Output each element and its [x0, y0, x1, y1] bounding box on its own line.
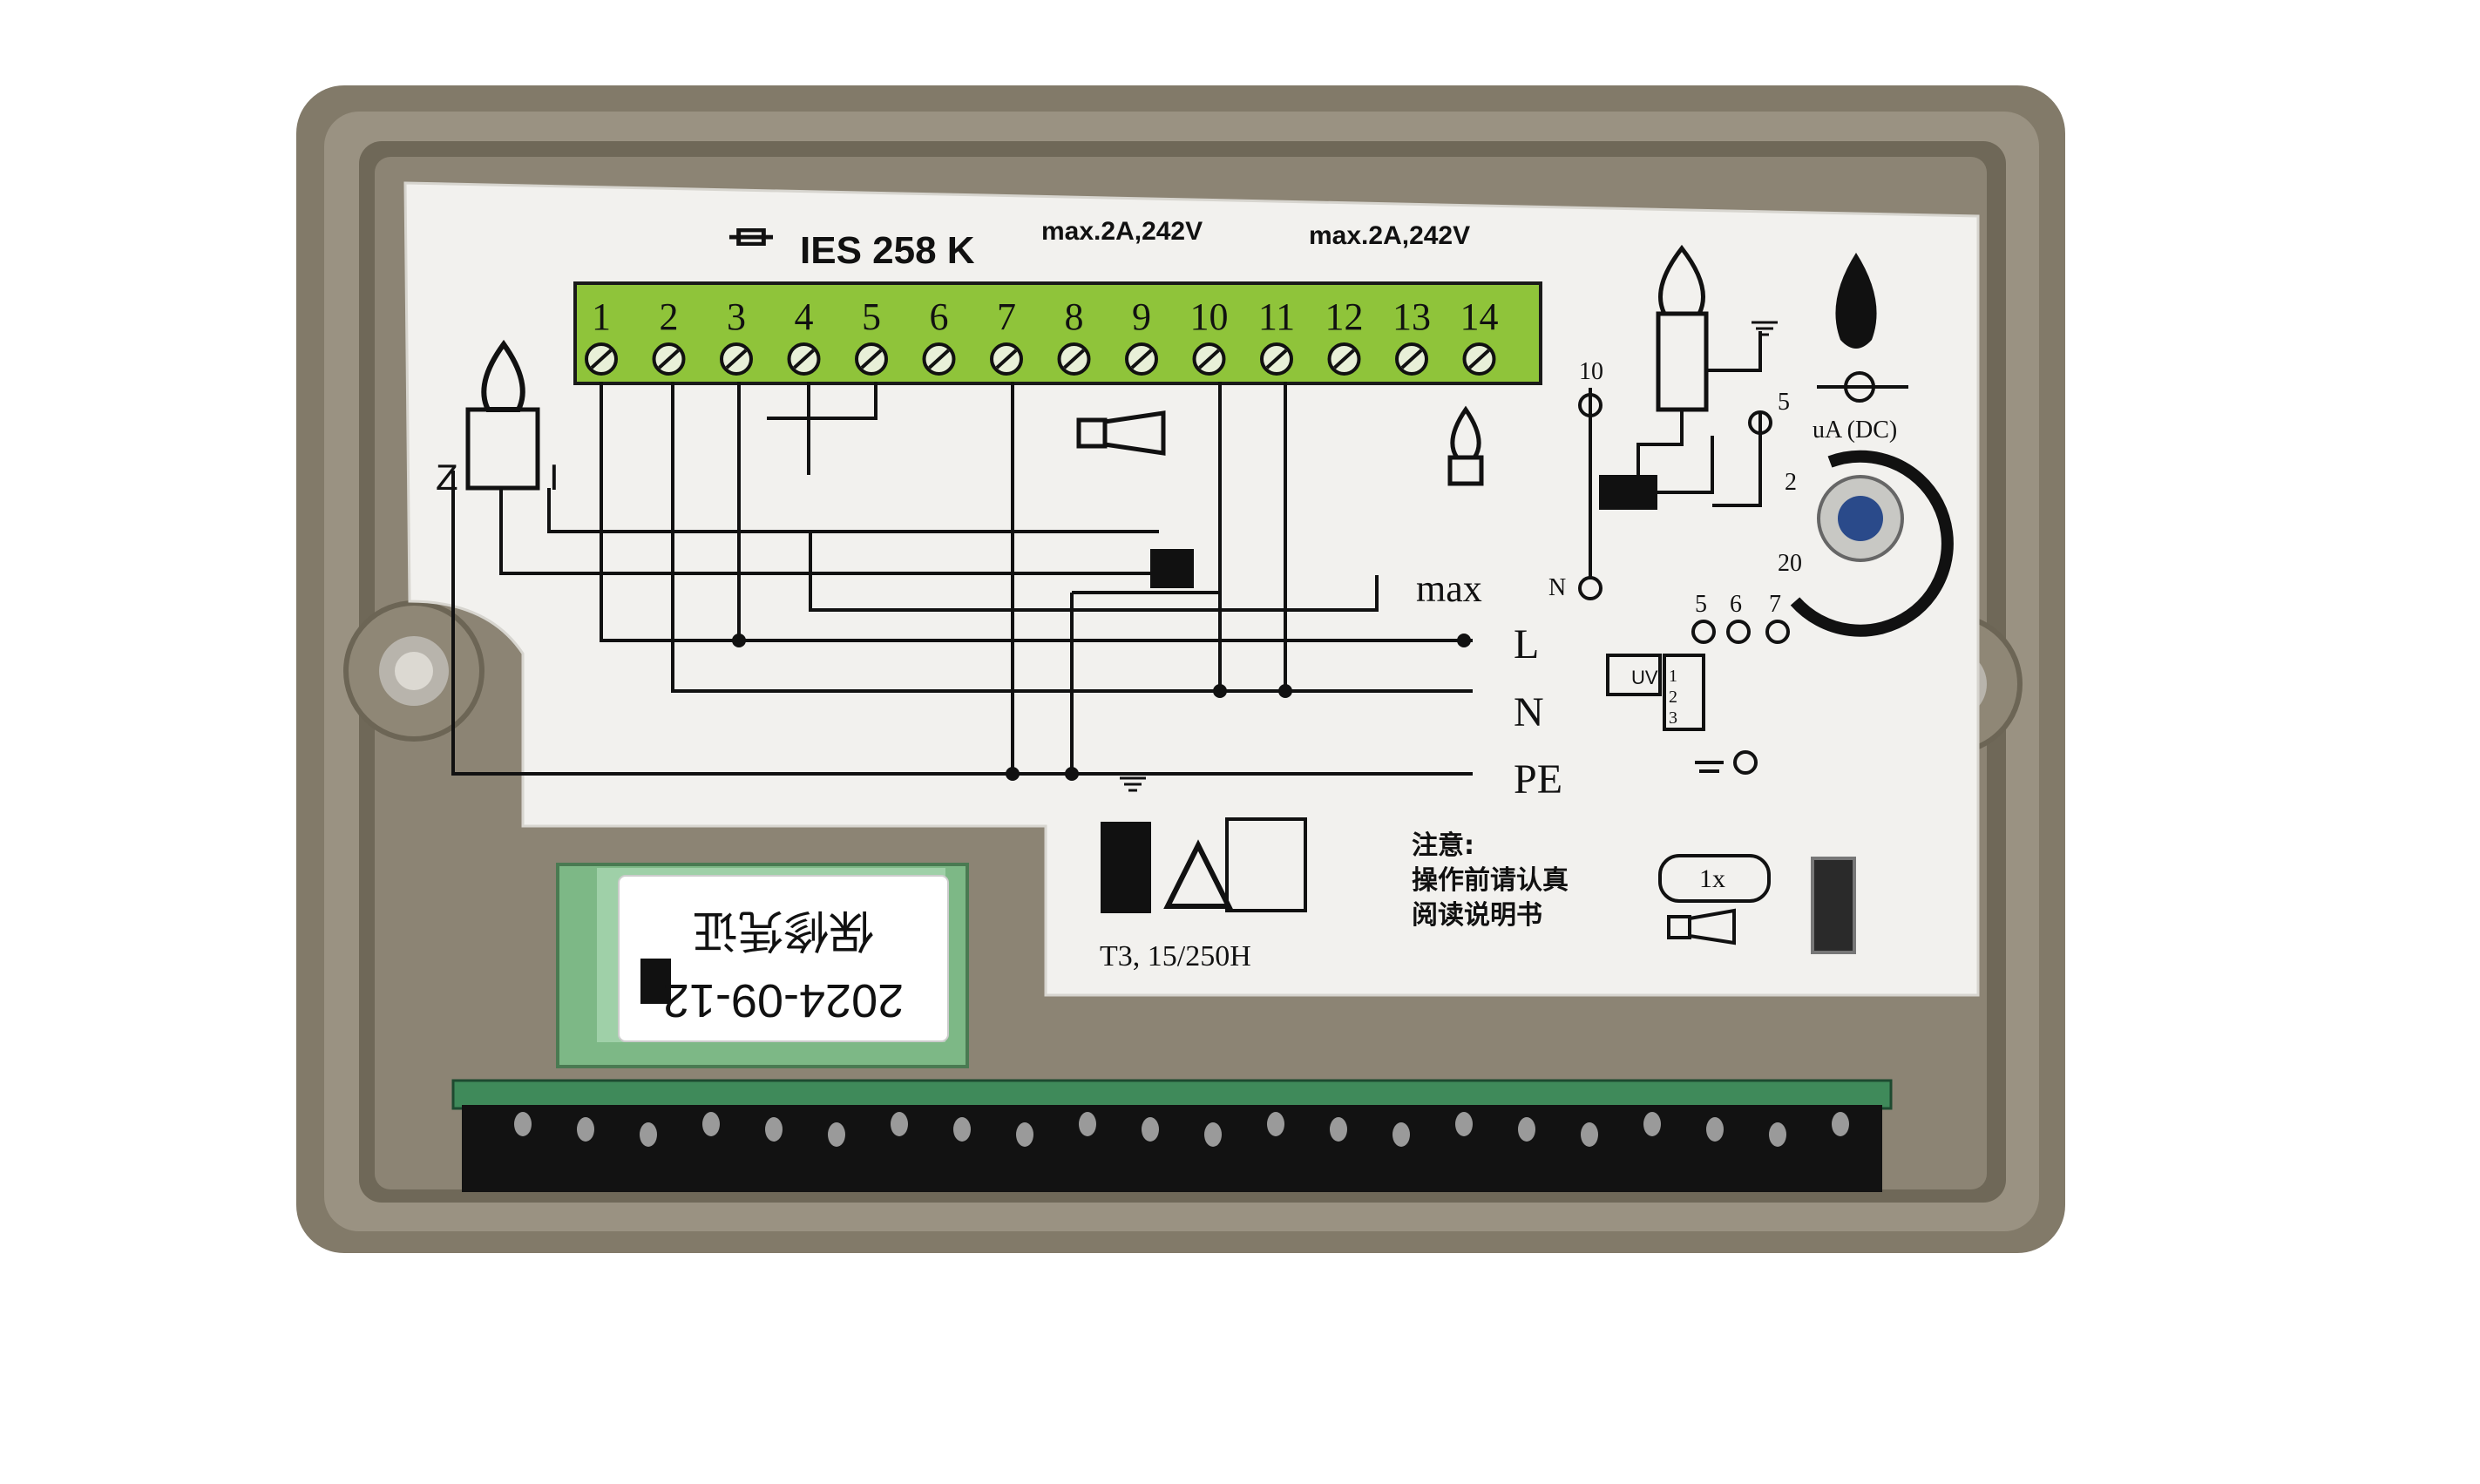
uv-terminal-5: 5 — [1695, 591, 1707, 618]
terminal-number: 11 — [1258, 295, 1295, 338]
warning-icon — [1163, 839, 1233, 909]
uv-pin-1: 1 — [1669, 667, 1677, 686]
notice-line-2: 阅读说明书 — [1412, 900, 1542, 931]
terminal-number: 1 — [592, 295, 611, 338]
reset-counter-label: 1x — [1699, 864, 1725, 893]
certification-mark-icon — [1101, 822, 1151, 913]
terminal-number: 13 — [1392, 295, 1431, 338]
sticker-date: 2024-09-12 — [663, 974, 904, 1027]
terminal-number: 4 — [795, 295, 814, 338]
terminal-number: 5 — [862, 295, 881, 338]
notice-line-1: 操作前请认真 — [1412, 865, 1569, 896]
uv-label: UV — [1631, 667, 1658, 688]
terminal-screws — [585, 342, 1496, 376]
panel-labels: IES 258 K max.2A,242V max.2A,242V — [800, 217, 1470, 272]
relay-rating-left: max.2A,242V — [1041, 217, 1203, 246]
terminal-number: 10 — [1190, 295, 1229, 338]
fuse-symbol: ⏛ — [728, 214, 774, 265]
relay-rating-right: max.2A,242V — [1309, 221, 1470, 250]
flame-icon — [1835, 253, 1877, 349]
current-meter-label: uA (DC) — [1813, 417, 1897, 444]
uv-terminal-7: 7 — [1769, 591, 1781, 618]
uv-pin-2: 2 — [1669, 688, 1677, 707]
circuit-board-underside — [462, 1105, 1882, 1192]
terminal-number: 14 — [1460, 295, 1499, 338]
line-n-label: N — [1514, 689, 1544, 735]
z-label: Z — [436, 457, 458, 498]
pot-low-label: 2 — [1785, 469, 1797, 496]
uv-sensor-icon — [1606, 654, 1662, 696]
ion-terminal-10: 10 — [1579, 358, 1603, 385]
terminal-number: 9 — [1132, 295, 1151, 338]
circuit-board-edge — [451, 1079, 1893, 1110]
warranty-sticker — [618, 875, 949, 1042]
ion-terminal-5: 5 — [1778, 389, 1790, 416]
transformer-symbol — [1150, 549, 1194, 588]
pot-high-label: 20 — [1778, 550, 1802, 577]
right-panel-labels: uA (DC) 2 20 10 5 N UV 1 2 3 5 6 7 1x T3… — [1100, 358, 1897, 972]
terminal-number: 3 — [727, 295, 746, 338]
left-screw — [395, 652, 433, 690]
line-labels: L N PE max Z I — [436, 457, 1562, 803]
sensitivity-scale — [1790, 450, 1954, 637]
sticker-text-label: 保修凭证 — [693, 904, 874, 956]
i-label: I — [549, 457, 559, 498]
wiring-diagram — [451, 382, 1473, 776]
fuse-rating-label: T3, 15/250H — [1100, 940, 1251, 972]
ground-icon — [1120, 321, 1778, 792]
notice-title: 注意: — [1412, 830, 1474, 861]
line-l-label: L — [1514, 621, 1539, 667]
sticker-text: 2024-09-12 保修凭证 — [663, 904, 904, 1027]
solder-joints — [514, 1112, 1849, 1147]
uv-pin-3: 3 — [1669, 708, 1677, 728]
terminal-number: 12 — [1325, 295, 1364, 338]
terminal-number: 7 — [997, 295, 1016, 338]
terminal-number: 8 — [1065, 295, 1084, 338]
ion-terminal-n: N — [1548, 574, 1566, 601]
reset-button-slot — [1811, 857, 1856, 954]
label-panel — [403, 181, 1980, 997]
ignition-transformer-icon — [465, 407, 540, 491]
line-pe-label: PE — [1514, 756, 1562, 803]
terminal-number: 2 — [660, 295, 679, 338]
uv-terminal-6: 6 — [1730, 591, 1742, 618]
max-label: max — [1416, 567, 1482, 610]
model-label: IES 258 K — [800, 229, 975, 272]
terminal-number: 6 — [930, 295, 949, 338]
notice-block: 注意: 操作前请认真 阅读说明书 — [1412, 830, 1569, 931]
reset-counter-icon — [1658, 854, 1771, 903]
